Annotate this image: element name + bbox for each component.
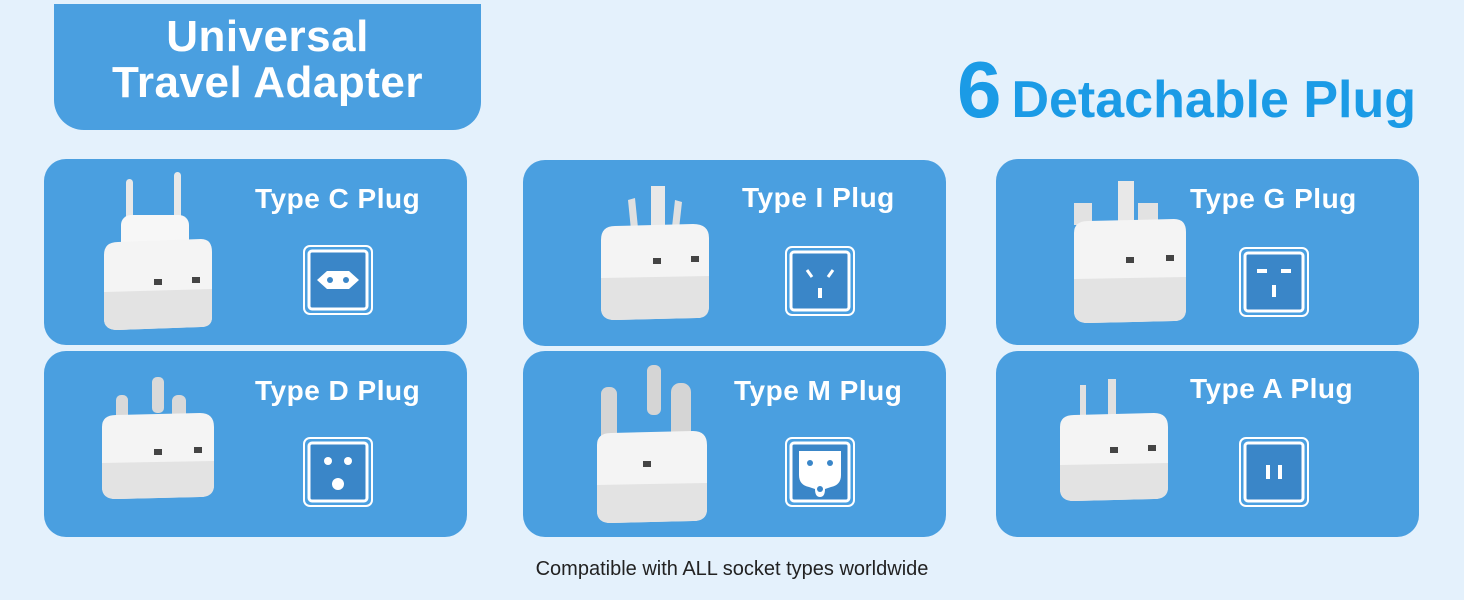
type-m-adapter-icon <box>597 365 707 523</box>
type-c-socket-icon <box>303 245 373 315</box>
type-a-adapter-icon <box>1060 379 1168 501</box>
card-label: Type G Plug <box>1190 183 1357 214</box>
title-badge: Universal Travel Adapter <box>54 4 481 130</box>
type-m-socket-icon <box>785 437 855 507</box>
card-type-g: Type G Plug <box>996 159 1419 345</box>
type-a-socket-icon <box>1239 437 1309 507</box>
card-label: Type I Plug <box>742 182 895 213</box>
card-label: Type A Plug <box>1190 373 1354 404</box>
card-label: Type C Plug <box>255 183 421 214</box>
type-i-adapter-icon <box>601 186 709 320</box>
type-g-socket-icon <box>1239 247 1309 317</box>
card-type-i: Type I Plug <box>523 160 946 346</box>
footer-caption: Compatible with ALL socket types worldwi… <box>535 558 929 580</box>
headline-number: 6 <box>956 45 1002 134</box>
type-i-socket-icon <box>785 246 855 316</box>
card-type-m: Type M Plug <box>523 351 946 537</box>
type-d-adapter-icon <box>102 377 214 499</box>
title-line-1: Universal <box>166 12 369 61</box>
type-c-adapter-icon <box>104 172 212 330</box>
card-type-a: Type A Plug <box>996 351 1419 537</box>
type-g-adapter-icon <box>1074 181 1186 323</box>
card-type-c: Type C Plug <box>44 159 467 345</box>
card-label: Type D Plug <box>255 375 421 406</box>
type-d-socket-icon <box>303 437 373 507</box>
card-type-d: Type D Plug <box>44 351 467 537</box>
card-label: Type M Plug <box>734 375 903 406</box>
headline-text: Detachable Plug <box>1011 71 1416 129</box>
title-line-2: Travel Adapter <box>111 58 424 107</box>
